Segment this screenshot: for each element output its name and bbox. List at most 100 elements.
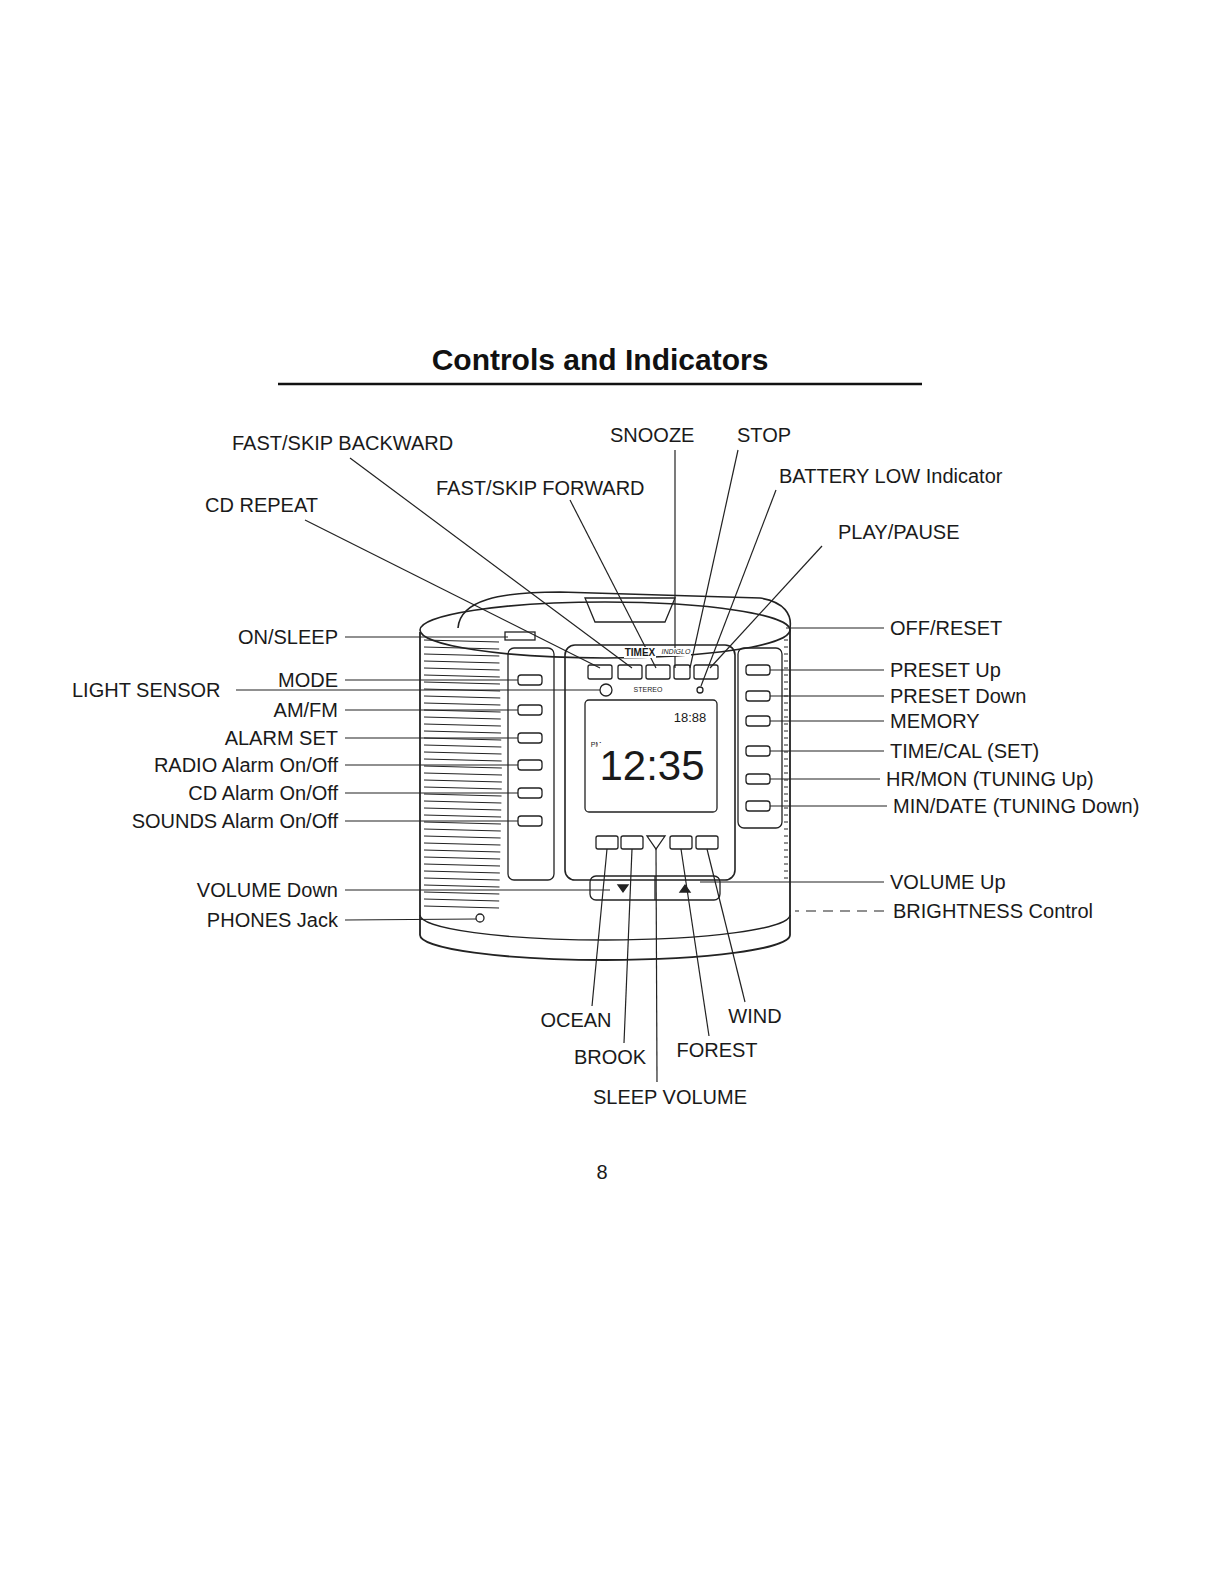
grille-slot [424,885,500,887]
grille-slot [784,640,788,641]
callout-label: FAST/SKIP BACKWARD [232,432,453,454]
grille-slot [784,710,788,711]
callout-label: ON/SLEEP [238,626,338,648]
callout-label: PRESET Up [890,659,1001,681]
sound-buttons [596,836,718,849]
callout-label: FAST/SKIP FORWARD [436,477,645,499]
grille-slot [424,780,502,782]
side-panel [738,648,782,828]
grille-slot [784,731,788,732]
grille-slot [424,906,499,908]
grille-slot [784,745,788,746]
callout-label: RADIO Alarm On/Off [154,754,338,776]
grille-slot [784,647,788,648]
grille-slot [784,689,788,690]
grille-slot [784,661,788,662]
grille-slot [424,724,501,726]
callout-label: PHONES Jack [207,909,338,931]
volume-down-arrow [618,885,628,892]
device-marking: STEREO [633,686,664,694]
callout-label: BROOK [574,1046,646,1068]
grille-slot [424,766,502,768]
grille-slot [784,822,788,823]
callout-label: BATTERY LOW Indicator [779,465,1002,487]
grille-slot [784,829,788,830]
grille-slot [784,857,788,858]
grille-slot [424,878,500,880]
device-marking: INDIGLO [661,648,692,656]
battery-indicator [697,687,703,693]
grille-slot [784,871,788,872]
grille-slot [424,822,501,824]
callout-label: MODE [278,669,338,691]
grille-slot [784,668,788,669]
grille-slot [424,836,501,838]
grille-slot [784,773,788,774]
callout-label: VOLUME Down [197,879,338,901]
grille-slot [424,745,501,747]
callout-label: OCEAN [540,1009,611,1031]
grille-slot [424,892,499,894]
grille-slot [424,731,501,733]
grille-slot [784,703,788,704]
callout-label: SNOOZE [610,424,694,446]
right-buttons [746,665,770,811]
grille-slot [424,899,499,901]
volume-divider [654,876,655,900]
grille-slot [424,668,500,670]
grille-slot [424,752,502,754]
callout-label: TIME/CAL (SET) [890,740,1039,762]
grille-slot [424,717,501,719]
callout-label: FOREST [676,1039,757,1061]
callout-label: AM/FM [274,699,338,721]
grille-slot [784,724,788,725]
callout-label: PLAY/PAUSE [838,521,960,543]
grille-slot [424,871,500,873]
callout-label: BRIGHTNESS Control [893,900,1093,922]
device-marking: 18:88 [673,711,708,725]
volume-bar [590,876,720,900]
grille-slot [784,752,788,753]
top-buttons [588,665,718,679]
left-buttons [518,675,542,826]
callout-label: PRESET Down [890,685,1026,707]
grille-slot [424,759,502,761]
title-rule [278,383,922,386]
device-marking: TIMEX [624,647,657,658]
callout-label: MIN/DATE (TUNING Down) [893,795,1139,817]
callout-label: STOP [737,424,791,446]
speaker-grille [784,640,788,878]
callout-label: VOLUME Up [890,871,1006,893]
callout-label: OFF/RESET [890,617,1002,639]
grille-slot [784,787,788,788]
grille-slot [424,864,500,866]
grille-slot [424,696,500,698]
grille-slot [424,815,501,817]
grille-slot [784,717,788,718]
callout-label: CD Alarm On/Off [188,782,338,804]
device-marking: 12:35 [598,743,705,789]
callout-label: LIGHT SENSOR [72,679,221,701]
phones-jack [476,914,484,922]
callout-label: WIND [728,1005,781,1027]
page-title: Controls and Indicators [432,343,769,377]
lcd-display [585,700,717,812]
grille-slot [424,794,502,796]
callout-label: MEMORY [890,710,980,732]
side-panel [508,648,554,880]
grille-slot [784,738,788,739]
front-panel [565,645,735,880]
cabinet-body [420,628,790,960]
grille-slot [424,857,500,859]
cabinet-top [420,602,790,658]
callout-label: CD REPEAT [205,494,318,516]
callout-label: HR/MON (TUNING Up) [886,768,1094,790]
page-number: 8 [596,1161,607,1183]
grille-slot [784,801,788,802]
grille-slot [424,787,502,789]
grille-slot [424,808,501,810]
callout-label: SLEEP VOLUME [593,1086,747,1108]
grille-slot [424,682,500,684]
grille-slot [784,850,788,851]
